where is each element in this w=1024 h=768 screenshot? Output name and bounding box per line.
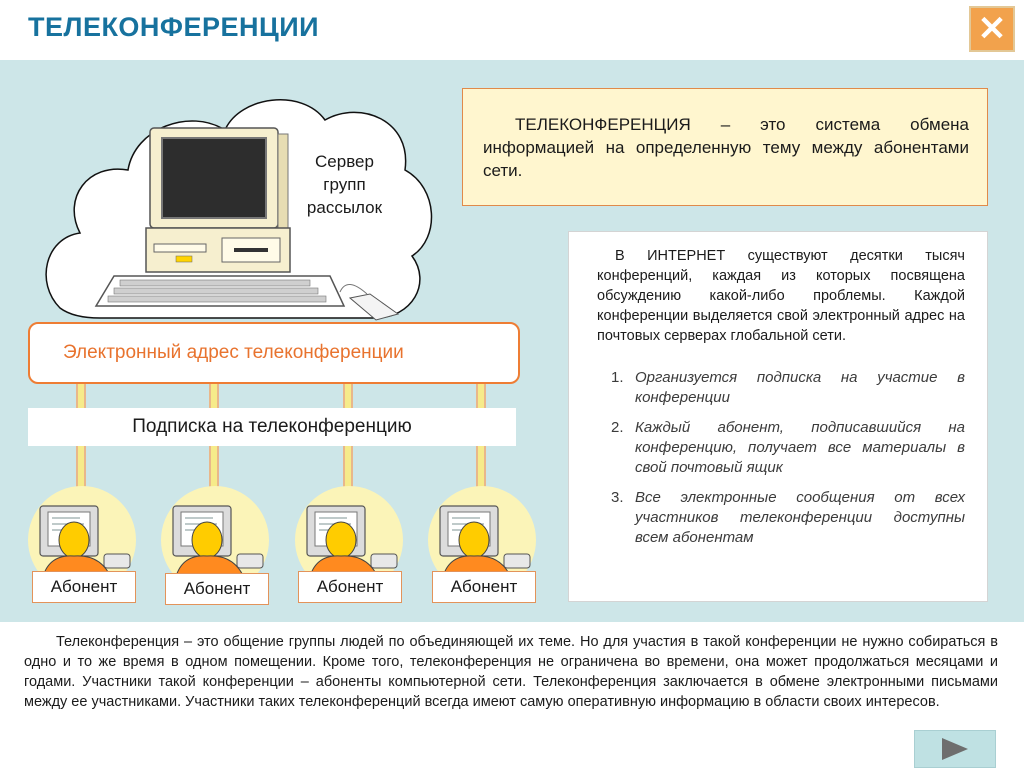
next-button[interactable] — [914, 730, 996, 768]
step-number: 1. — [611, 369, 624, 386]
subscriber-label: Абонент — [432, 571, 536, 603]
subscription-band: Подписка на телеконференцию — [28, 408, 516, 446]
subscriber-label: Абонент — [165, 573, 269, 605]
user-at-computer-icon — [428, 486, 536, 584]
subscriber-label: Абонент — [32, 571, 136, 603]
footer-panel: Телеконференция – это общение группы люд… — [0, 622, 1024, 768]
list-item: 3. Все электронные сообщения от всех уча… — [597, 488, 965, 548]
header-bar: ТЕЛЕКОНФЕРЕНЦИИ ✕ — [0, 0, 1024, 60]
info-panel: В ИНТЕРНЕТ существуют десятки тысяч конф… — [568, 231, 988, 602]
step-text: Все электронные сообщения от всех участн… — [635, 489, 965, 546]
footer-text: Телеконференция – это общение группы люд… — [24, 634, 998, 710]
step-number: 3. — [611, 489, 624, 506]
subscriber-label: Абонент — [298, 571, 402, 603]
step-text: Каждый абонент, подписавшийся на конфере… — [635, 419, 965, 476]
user-at-computer-icon — [28, 486, 136, 584]
server-label: Сервер групп рассылок — [306, 152, 383, 217]
definition-box: ТЕЛЕКОНФЕРЕНЦИЯ – это система обмена инф… — [462, 88, 988, 206]
server-computer-icon — [94, 127, 400, 321]
list-item: 1. Организуется подписка на участие в ко… — [597, 368, 965, 408]
close-icon: ✕ — [977, 10, 1007, 48]
user-at-computer-icon — [161, 486, 269, 584]
address-bus-box: Электронный адрес телеконференции — [28, 322, 520, 384]
user-at-computer-icon — [295, 486, 403, 584]
close-button[interactable]: ✕ — [969, 6, 1015, 52]
step-number: 2. — [611, 419, 624, 436]
list-item: 2. Каждый абонент, подписавшийся на конф… — [597, 418, 965, 478]
play-arrow-icon — [942, 738, 968, 760]
step-text: Организуется подписка на участие в конфе… — [635, 369, 965, 406]
page-title: ТЕЛЕКОНФЕРЕНЦИИ — [28, 12, 320, 42]
info-text: В ИНТЕРНЕТ существуют десятки тысяч конф… — [597, 248, 965, 344]
steps-list: 1. Организуется подписка на участие в ко… — [597, 368, 965, 548]
